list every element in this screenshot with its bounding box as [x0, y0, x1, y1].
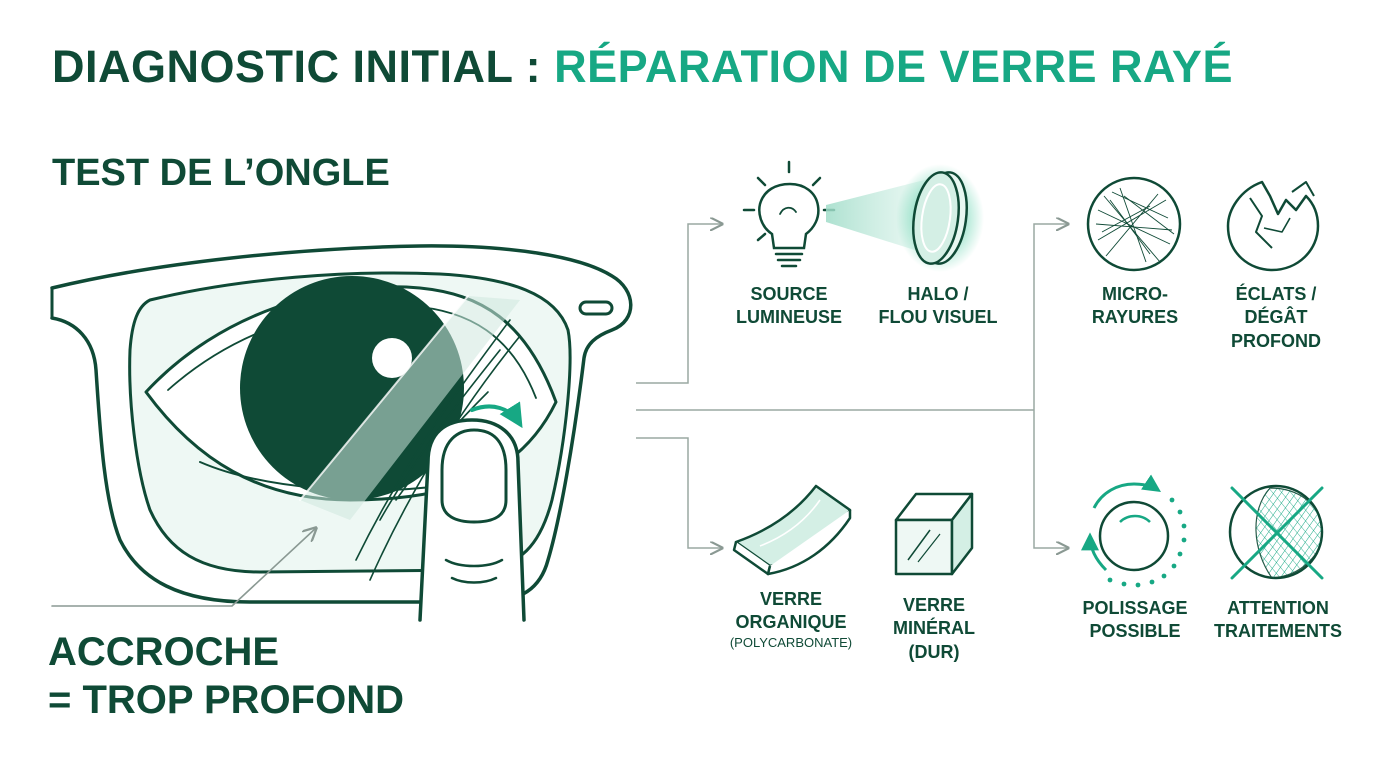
label-line: ÉCLATS /	[1235, 284, 1317, 304]
glasses-eye-illustration	[50, 244, 633, 622]
light-bulb-icon	[742, 160, 836, 268]
scratched-lens-icon	[1086, 176, 1182, 272]
label-halo: HALO / FLOU VISUEL	[868, 283, 1008, 330]
curved-sheet-icon	[732, 484, 852, 576]
result-line-2: = TROP PROFOND	[48, 678, 404, 722]
label-line: POLISSAGE	[1082, 598, 1188, 618]
result-line-1: ACCROCHE	[48, 630, 280, 674]
label-light-source: SOURCE LUMINEUSE	[730, 283, 848, 330]
glowing-lens-icon	[896, 164, 984, 272]
label-line: (POLYCARBONATE)	[729, 634, 853, 650]
connector-lines	[636, 224, 1068, 548]
page-title: DIAGNOSTIC INITIAL : RÉPARATION DE VERRE…	[52, 44, 1233, 89]
label-line: SOURCE	[750, 284, 828, 304]
label-line: VERRE	[902, 595, 965, 615]
label-line: (DUR)	[908, 641, 960, 662]
label-line: HALO /	[907, 284, 969, 304]
label-line: VERRE	[759, 589, 822, 609]
label-deep-damage: ÉCLATS / DÉGÂT PROFOND	[1214, 283, 1338, 353]
label-line: ATTENTION	[1227, 598, 1329, 618]
polishing-circle-icon	[1081, 474, 1187, 588]
label-coatings-warning: ATTENTION TRAITEMENTS	[1206, 597, 1350, 644]
scratch-band	[300, 296, 520, 520]
label-line: MICRO-	[1102, 284, 1168, 304]
label-line: PROFOND	[1231, 330, 1321, 351]
fingernail-icon	[440, 428, 508, 524]
glass-block-icon	[894, 492, 974, 576]
nail-test-heading: TEST DE L’ONGLE	[52, 152, 390, 194]
label-line: ORGANIQUE	[735, 612, 847, 633]
label-line: TRAITEMENTS	[1214, 621, 1342, 642]
label-polishing: POLISSAGE POSSIBLE	[1072, 597, 1198, 644]
label-mineral-lens: VERRE MINÉRAL (DUR)	[874, 594, 994, 664]
crossed-coating-icon	[1228, 484, 1324, 580]
label-organic-lens: VERRE ORGANIQUE (POLYCARBONATE)	[714, 588, 868, 652]
pupil-highlight-icon	[372, 338, 412, 378]
title-prefix: DIAGNOSTIC INITIAL :	[52, 41, 555, 92]
title-accent: RÉPARATION DE VERRE RAYÉ	[554, 41, 1233, 92]
cracked-lens-icon	[1226, 180, 1320, 272]
label-line: DÉGÂT	[1244, 307, 1308, 328]
label-line: LUMINEUSE	[735, 307, 842, 328]
label-line: MINÉRAL	[893, 618, 975, 639]
label-line: FLOU VISUEL	[878, 307, 998, 328]
label-line: RAYURES	[1091, 307, 1179, 328]
label-line: POSSIBLE	[1089, 621, 1181, 642]
label-micro-scratches: MICRO- RAYURES	[1080, 283, 1190, 330]
motion-arrow-icon	[470, 401, 523, 429]
